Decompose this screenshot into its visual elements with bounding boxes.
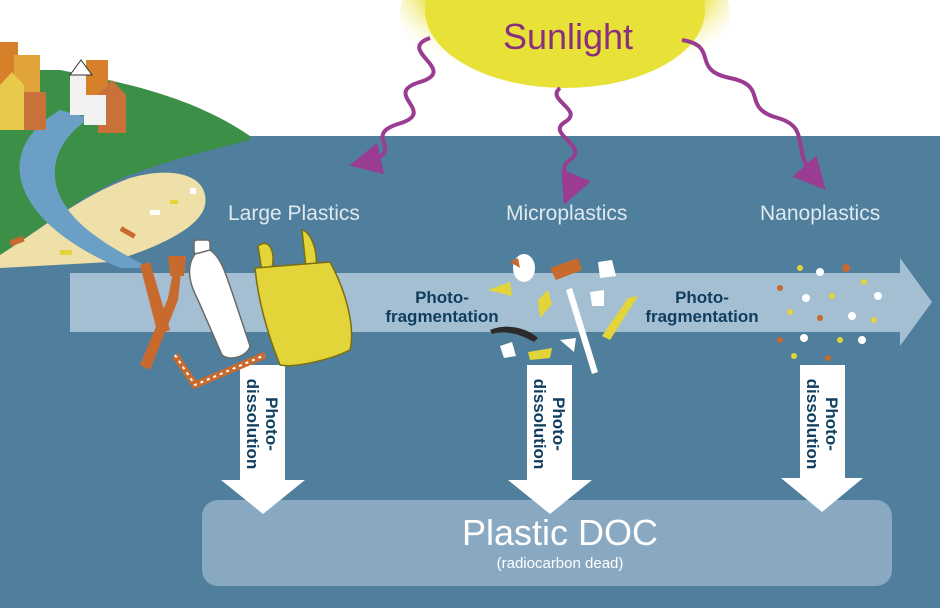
fragmentation-label-1: Photo- fragmentation bbox=[382, 288, 502, 326]
dissolution-label-right-line1: Photo- bbox=[822, 397, 841, 451]
beach-litter bbox=[9, 188, 196, 255]
fragmentation-label-2-line2: fragmentation bbox=[645, 307, 759, 326]
dissolution-label-right-line2: dissolution bbox=[803, 378, 822, 470]
dissolution-label-right: Photo- dissolution bbox=[803, 374, 841, 474]
river bbox=[19, 110, 151, 268]
dissolution-label-center-line1: Photo- bbox=[549, 397, 568, 451]
stage-label-microplastics: Microplastics bbox=[506, 202, 628, 225]
beach bbox=[0, 172, 206, 268]
sun-icon bbox=[400, 0, 730, 103]
stage-label-nanoplastics: Nanoplastics bbox=[760, 202, 881, 225]
sunray-arrow-left bbox=[349, 36, 436, 175]
dissolution-label-center: Photo- dissolution bbox=[530, 374, 568, 474]
microplastic-fragments bbox=[488, 254, 638, 374]
bottle-icon bbox=[188, 239, 251, 359]
plastic-doc-title: Plastic DOC bbox=[461, 512, 659, 553]
plastic-doc-subtitle: (radiocarbon dead) bbox=[496, 555, 624, 572]
fragmentation-label-2-line1: Photo- bbox=[675, 288, 729, 307]
dissolution-arrow-center bbox=[508, 365, 592, 514]
fragmentation-label-1-line1: Photo- bbox=[415, 288, 469, 307]
nanoplastic-particles bbox=[777, 264, 882, 361]
dissolution-label-left-line2: dissolution bbox=[243, 378, 262, 470]
fragmentation-label-2: Photo- fragmentation bbox=[642, 288, 762, 326]
plastic-doc-box bbox=[202, 500, 892, 586]
sunlight-label: Sunlight bbox=[502, 16, 634, 57]
dissolution-arrow-right bbox=[781, 365, 863, 512]
straw-icon bbox=[172, 351, 267, 389]
sunray-arrow-right bbox=[681, 38, 826, 190]
fragmentation-label-1-line2: fragmentation bbox=[385, 307, 499, 326]
dissolution-arrow-left bbox=[221, 365, 305, 514]
fork-icon bbox=[140, 256, 186, 370]
town-icon bbox=[0, 42, 126, 133]
stage-label-large-plastics: Large Plastics bbox=[228, 202, 360, 225]
dissolution-label-left-line1: Photo- bbox=[262, 397, 281, 451]
dissolution-label-left: Photo- dissolution bbox=[243, 374, 281, 474]
bag-icon bbox=[254, 229, 353, 367]
dissolution-label-center-line2: dissolution bbox=[530, 378, 549, 470]
sunray-arrow-center bbox=[554, 86, 591, 205]
